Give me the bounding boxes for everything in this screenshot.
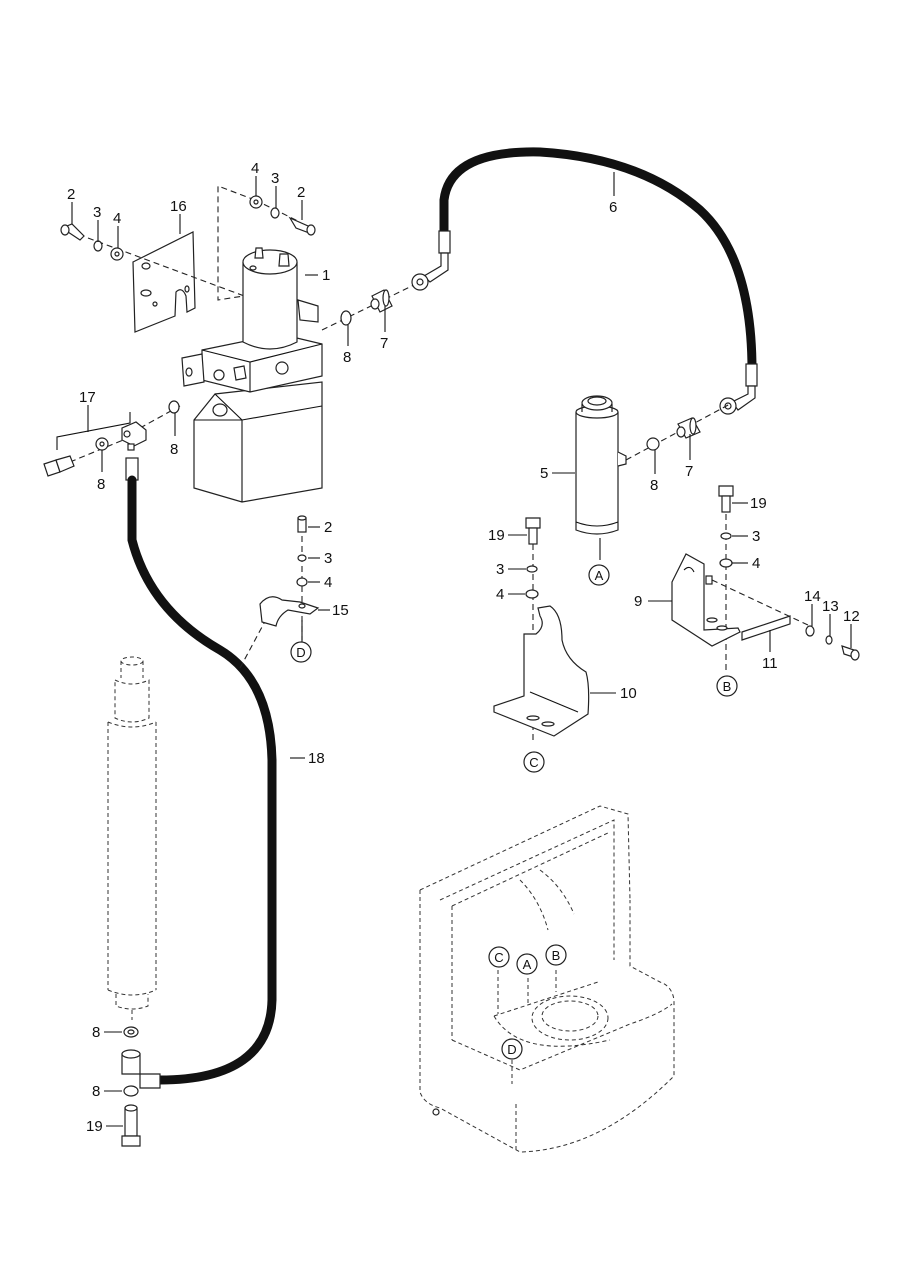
accumulator-5 xyxy=(575,395,627,535)
callout-bracket-9: 9 xyxy=(634,593,642,610)
callout-washer-bracket10: 4 xyxy=(496,586,504,603)
lock-washer-3-bracket9 xyxy=(720,532,732,540)
washer-14 xyxy=(805,625,815,637)
callout-fitting-pump: 7 xyxy=(380,335,388,352)
frame-ref-circle-c xyxy=(488,946,510,968)
callout-pump-unit: 1 xyxy=(322,267,330,284)
callout-fitting-accumulator: 7 xyxy=(685,463,693,480)
callout-lock-washer-13: 13 xyxy=(822,598,839,615)
seal-8-cylinder-bottom xyxy=(123,1085,139,1097)
bracket-10 xyxy=(493,605,590,737)
callout-bracket-10: 10 xyxy=(620,685,637,702)
callout-hose-lower: 18 xyxy=(308,750,325,767)
callout-screw-clamp: 2 xyxy=(324,519,332,536)
fitting-7-accumulator xyxy=(676,417,701,439)
bolt-17 xyxy=(43,455,75,477)
callout-hose-upper: 6 xyxy=(609,199,617,216)
ref-circle-b-bracket9 xyxy=(716,675,738,697)
washer-4-clamp xyxy=(296,577,308,587)
hydraulic-hose-18 xyxy=(125,457,277,1089)
seal-8-banjo-bolt xyxy=(95,437,109,451)
frame-ref-circle-a xyxy=(516,953,538,975)
lock-washer-3-clamp xyxy=(297,554,307,562)
cylinder-banjo xyxy=(121,1049,141,1075)
washer-4-bracket9 xyxy=(719,558,733,568)
callout-bolt-cyl: 19 xyxy=(86,1118,103,1135)
washer-4-top-left xyxy=(110,247,124,261)
frame-ref-a-label: A xyxy=(523,957,532,972)
bolt-19-bracket9 xyxy=(718,485,734,513)
callout-lock-washer-top-left: 3 xyxy=(93,204,101,221)
lift-cylinder-ghost xyxy=(107,656,157,1020)
seal-8-cylinder-top xyxy=(123,1026,139,1038)
screw-2-clamp xyxy=(297,515,307,533)
callout-washer-14: 14 xyxy=(804,588,821,605)
hydraulic-pump-unit-1 xyxy=(181,247,323,503)
screw-12 xyxy=(841,645,860,661)
frame-ref-circle-b xyxy=(545,944,567,966)
bracket-9 xyxy=(671,553,741,647)
callout-seal-pump: 8 xyxy=(343,349,351,366)
callout-bolt-bracket10: 19 xyxy=(488,527,505,544)
ref-d-clamp-label: D xyxy=(296,645,305,660)
callout-seal-cyl-bottom: 8 xyxy=(92,1083,100,1100)
hydraulic-hose-6 xyxy=(411,147,758,415)
lock-washer-3-top-right xyxy=(270,207,280,219)
ref-a-accumulator-label: A xyxy=(595,568,604,583)
frame-ref-c-label: C xyxy=(494,950,503,965)
callout-washer-top-left: 4 xyxy=(113,210,121,227)
bolt-19-cylinder xyxy=(121,1104,141,1147)
washer-4-top-right xyxy=(249,195,263,209)
frame-ref-d-label: D xyxy=(507,1042,516,1057)
frame-ref-b-label: B xyxy=(552,948,561,963)
seal-8-accumulator xyxy=(646,437,660,451)
lock-washer-3-top-left xyxy=(93,240,103,252)
callout-lock-washer-clamp: 3 xyxy=(324,550,332,567)
ref-circle-c-bracket10 xyxy=(523,751,545,773)
callout-screw-12: 12 xyxy=(843,608,860,625)
seal-8-pump xyxy=(340,310,352,326)
strip-11 xyxy=(741,615,791,641)
ref-circle-a-accumulator xyxy=(588,564,610,586)
callout-screw-top-right: 2 xyxy=(297,184,305,201)
callout-banjo-group: 17 xyxy=(79,389,96,406)
screw-2-top-right xyxy=(288,216,316,236)
callout-seal-banjo-block: 8 xyxy=(170,441,178,458)
banjo-block-17 xyxy=(121,421,147,451)
bolt-19-bracket10 xyxy=(525,517,541,545)
screw-2-top-left xyxy=(60,223,85,241)
callout-washer-clamp: 4 xyxy=(324,574,332,591)
callout-lock-washer-top-right: 3 xyxy=(271,170,279,187)
callout-lock-washer-bracket10: 3 xyxy=(496,561,504,578)
callout-seal-accumulator: 8 xyxy=(650,477,658,494)
callout-seal-banjo-bolt: 8 xyxy=(97,476,105,493)
callout-strip-11: 11 xyxy=(762,655,778,672)
clamp-15 xyxy=(259,596,320,627)
callout-lock-washer-bracket9: 3 xyxy=(752,528,760,545)
callout-clamp-15: 15 xyxy=(332,602,349,619)
callout-accumulator: 5 xyxy=(540,465,548,482)
callout-washer-top-right: 4 xyxy=(251,160,259,177)
callout-screw-top-left: 2 xyxy=(67,186,75,203)
frame-ref-circle-d xyxy=(501,1038,523,1060)
callout-washer-bracket9: 4 xyxy=(752,555,760,572)
lock-washer-3-bracket10 xyxy=(526,565,538,573)
callout-seal-cyl-top: 8 xyxy=(92,1024,100,1041)
callout-plate: 16 xyxy=(170,198,187,215)
washer-4-bracket10 xyxy=(525,589,539,599)
seal-8-banjo-block xyxy=(168,400,180,414)
mounting-plate-16 xyxy=(132,231,196,333)
truck-frame-ghost xyxy=(419,805,675,1153)
ref-b-bracket9-label: B xyxy=(723,679,732,694)
ref-circle-d-clamp xyxy=(290,641,312,663)
ref-c-bracket10-label: C xyxy=(529,755,538,770)
fitting-7-pump xyxy=(370,289,393,313)
callout-bolt-bracket9: 19 xyxy=(750,495,767,512)
lock-washer-13 xyxy=(825,635,833,645)
